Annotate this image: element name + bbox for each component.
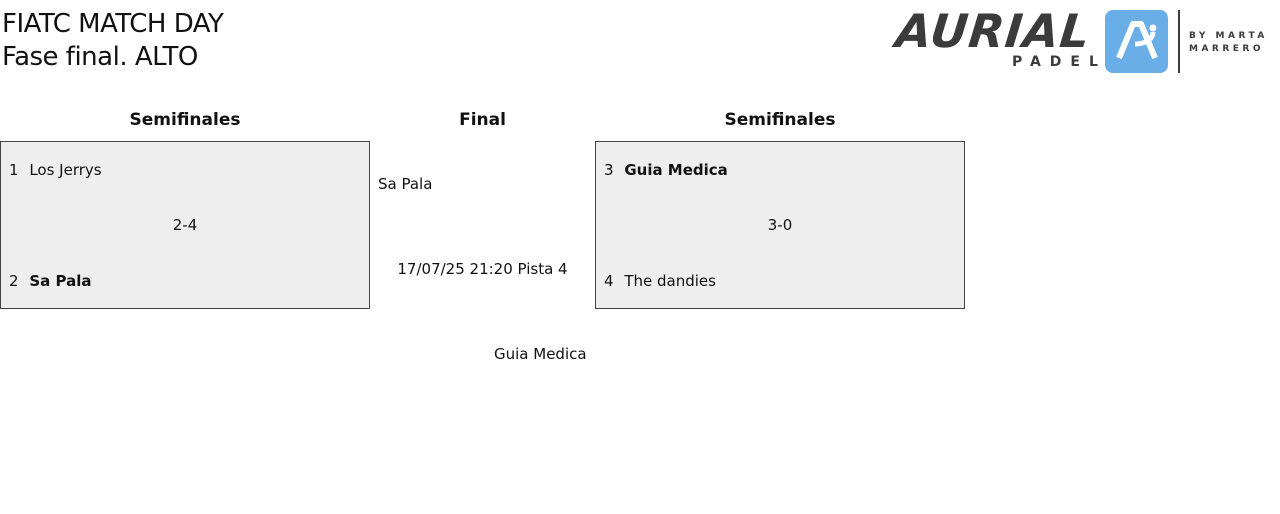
team-name: The dandies: [624, 272, 716, 290]
team-seed: 3: [604, 161, 614, 179]
team-row: 1 Los Jerrys: [9, 161, 102, 179]
team-name: Los Jerrys: [29, 161, 102, 179]
team-seed: 1: [9, 161, 19, 179]
final-team-bottom: Guia Medica: [494, 345, 587, 363]
team-name: Sa Pala: [29, 272, 92, 290]
logo-byline: BY MARTA MARRERO: [1189, 30, 1268, 56]
semifinal-left-heading: Semifinales: [129, 110, 241, 130]
team-name: Guia Medica: [624, 161, 728, 179]
event-title: FIATC MATCH DAY: [2, 9, 224, 39]
final-schedule: 17/07/25 21:20 Pista 4: [397, 260, 568, 278]
logo-icon: [1105, 10, 1168, 73]
team-row-winner: 3 Guia Medica: [604, 161, 728, 179]
team-row-winner: 2 Sa Pala: [9, 272, 91, 290]
semifinal-left-card: 1 Los Jerrys 2-4 2 Sa Pala: [0, 141, 370, 309]
logo-divider: [1178, 10, 1180, 73]
phase-title: Fase final. ALTO: [2, 42, 198, 72]
semifinal-right-heading: Semifinales: [724, 110, 836, 130]
logo-wordmark: AURIAL: [893, 4, 1094, 58]
logo-byline-2: MARRERO: [1189, 44, 1265, 54]
match-score: 2-4: [172, 216, 198, 234]
team-row: 4 The dandies: [604, 272, 716, 290]
logo-subtitle: PADEL: [1012, 54, 1107, 70]
match-score: 3-0: [767, 216, 793, 234]
team-seed: 4: [604, 272, 614, 290]
final-heading: Final: [459, 110, 506, 130]
brand-logo: AURIAL PADEL BY MARTA MARRERO: [893, 4, 1276, 76]
semifinal-right-card: 3 Guia Medica 3-0 4 The dandies: [595, 141, 965, 309]
final-team-top: Sa Pala: [378, 175, 433, 193]
logo-byline-1: BY MARTA: [1189, 31, 1268, 41]
team-seed: 2: [9, 272, 19, 290]
